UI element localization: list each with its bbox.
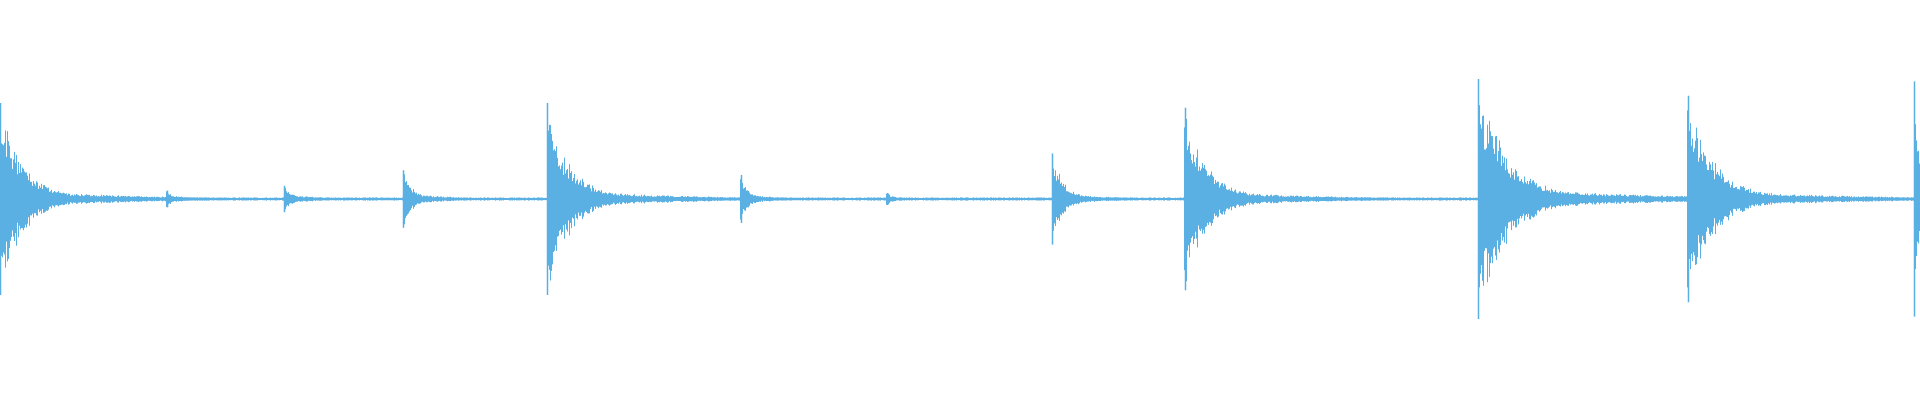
waveform-path bbox=[0, 95, 1920, 296]
waveform-trace bbox=[0, 79, 1920, 319]
